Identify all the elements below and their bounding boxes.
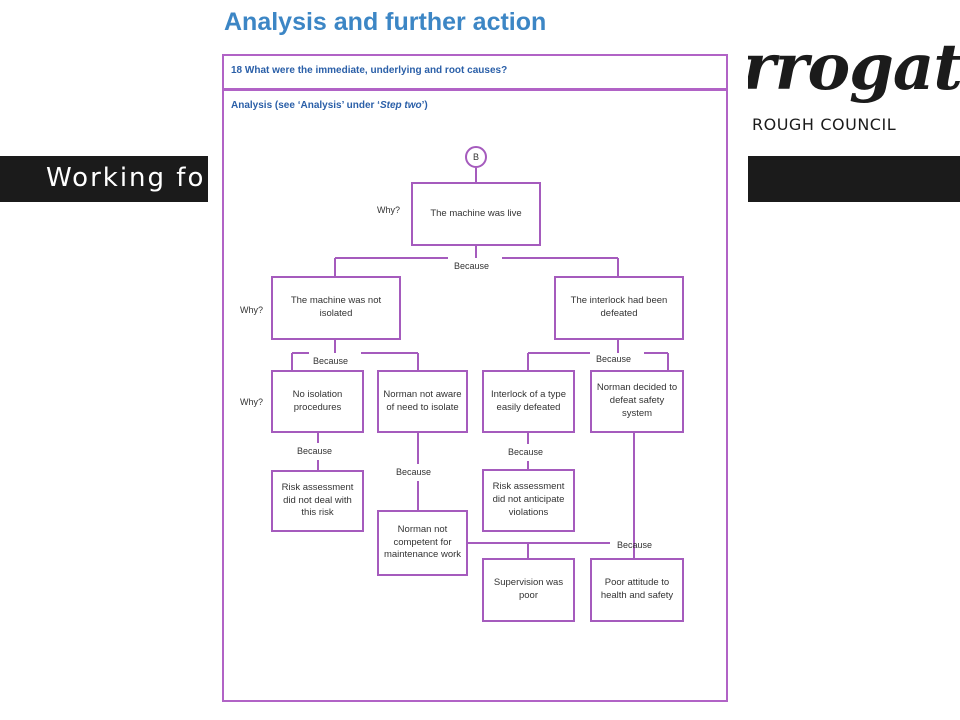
node-interlock-type: Interlock of a type easily defeated — [482, 370, 575, 433]
question-text: 18 What were the immediate, underlying a… — [231, 65, 508, 76]
why-label: Why? — [240, 397, 264, 407]
node-not-isolated: The machine was not isolated — [271, 276, 401, 340]
logo-sub-left: ROUGH — [752, 115, 815, 134]
because-label: Because — [617, 540, 653, 550]
because-label: Because — [396, 467, 432, 477]
node-no-isolation: No isolation procedures — [271, 370, 364, 433]
document-title: Analysis and further action — [224, 8, 547, 36]
because-label: Because — [596, 354, 632, 364]
node-interlock-defeated: The interlock had been defeated — [554, 276, 684, 340]
analysis-frame: Analysis (see ‘Analysis’ under ‘Step two… — [222, 89, 728, 702]
slide-band-text: Working fo — [46, 163, 206, 193]
node-norman-not-aware: Norman not aware of need to isolate — [377, 370, 468, 433]
because-label: Because — [454, 261, 490, 271]
because-label: Because — [508, 447, 544, 457]
node-norman-competent: Norman not competent for maintenance wor… — [377, 510, 468, 576]
council-logo-subtitle: ROUGH COUNCIL — [752, 115, 896, 134]
node-poor-attitude: Poor attitude to health and safety — [590, 558, 684, 622]
because-label: Because — [313, 356, 349, 366]
analysis-prefix: Analysis (see ‘Analysis’ under ‘ — [231, 100, 380, 111]
logo-sub-right: COUNCIL — [820, 115, 897, 134]
why-label: Why? — [377, 205, 401, 215]
council-logo-script: rrogate — [742, 30, 960, 105]
node-norman-decided: Norman decided to defeat safety system — [590, 370, 684, 433]
node-ra-violations: Risk assessment did not anticipate viola… — [482, 469, 575, 532]
analysis-step: Step two — [379, 100, 422, 111]
node-machine-live: The machine was live — [411, 182, 541, 246]
node-supervision: Supervision was poor — [482, 558, 575, 622]
why-label: Why? — [240, 305, 264, 315]
analysis-suffix: ’) — [421, 100, 428, 111]
start-marker: B — [465, 146, 487, 168]
analysis-label: Analysis (see ‘Analysis’ under ‘Step two… — [231, 100, 428, 111]
node-ra-risk: Risk assessment did not deal with this r… — [271, 470, 364, 532]
because-label: Because — [297, 446, 333, 456]
